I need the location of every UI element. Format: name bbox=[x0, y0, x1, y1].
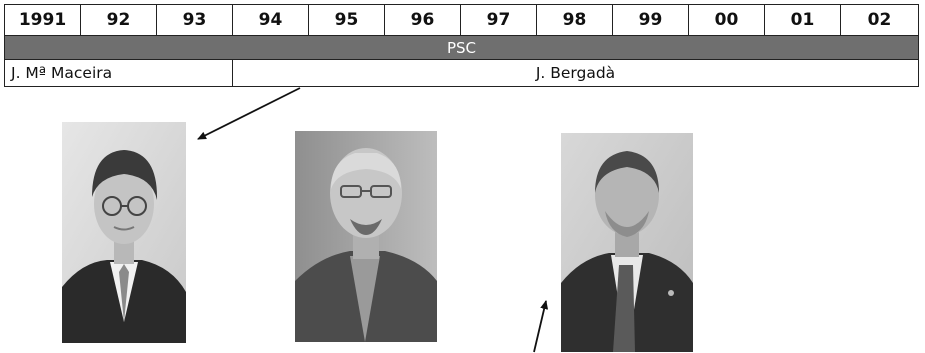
year-cell: 02 bbox=[840, 4, 919, 36]
portrait-photo-bergada-2 bbox=[561, 133, 693, 352]
party-row: PSC bbox=[4, 35, 919, 60]
year-cell: 00 bbox=[688, 4, 765, 36]
year-cell: 1991 bbox=[4, 4, 81, 36]
party-cell: PSC bbox=[4, 35, 919, 60]
year-cell: 98 bbox=[536, 4, 613, 36]
year-cell: 92 bbox=[80, 4, 157, 36]
portrait-photo-bergada-1 bbox=[295, 131, 437, 342]
portrait-photo-maceira bbox=[62, 122, 186, 343]
mayors-row: J. Mª Maceira J. Bergadà bbox=[4, 59, 919, 87]
portrait-photo-icon bbox=[295, 131, 437, 342]
mayors-timeline-table: 1991 92 93 94 95 96 97 98 99 00 01 02 PS… bbox=[4, 4, 919, 87]
year-cell: 96 bbox=[384, 4, 461, 36]
years-row: 1991 92 93 94 95 96 97 98 99 00 01 02 bbox=[4, 4, 919, 36]
year-cell: 95 bbox=[308, 4, 385, 36]
year-cell: 01 bbox=[764, 4, 841, 36]
mayor-cell-bergada: J. Bergadà bbox=[232, 59, 919, 87]
arrow-to-bergada-photo bbox=[533, 300, 549, 353]
arrow-to-maceira-photo bbox=[197, 87, 301, 140]
year-cell: 97 bbox=[460, 4, 537, 36]
portrait-photo-icon bbox=[561, 133, 693, 352]
year-cell: 99 bbox=[612, 4, 689, 36]
year-cell: 94 bbox=[232, 4, 309, 36]
portrait-photo-icon bbox=[62, 122, 186, 343]
mayor-cell-maceira: J. Mª Maceira bbox=[4, 59, 233, 87]
year-cell: 93 bbox=[156, 4, 233, 36]
